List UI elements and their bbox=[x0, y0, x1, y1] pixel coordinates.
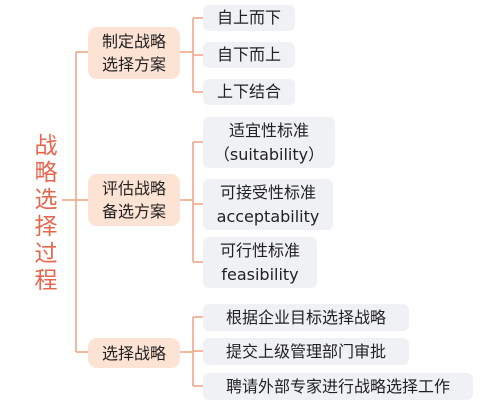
leaf-text: 根据企业目标选择战略 bbox=[225, 307, 386, 327]
leaf-text: 适宜性标准 bbox=[228, 120, 309, 140]
leaf-node: 上下结合 bbox=[203, 79, 295, 105]
category-line: 评估战略 bbox=[101, 179, 166, 198]
root-char: 程 bbox=[34, 268, 58, 294]
category-line: 选择战略 bbox=[101, 343, 166, 363]
leaf-text: 可接受性标准 bbox=[219, 182, 316, 202]
root-char: 战 bbox=[34, 133, 58, 159]
leaf-text: 聘请外部专家进行战略选择工作 bbox=[225, 376, 450, 396]
leaf-text: 上下结合 bbox=[216, 82, 281, 101]
leaf-text: feasibility bbox=[221, 264, 299, 284]
category-node-evaluate: 评估战略 备选方案 bbox=[88, 174, 180, 226]
leaf-node: 可接受性标准 acceptability bbox=[203, 179, 333, 230]
category-line: 备选方案 bbox=[101, 202, 166, 221]
root-char: 过 bbox=[34, 241, 58, 267]
leaf-node: 可行性标准 feasibility bbox=[203, 237, 317, 288]
leaf-text: acceptability bbox=[216, 206, 320, 226]
leaf-text: 可行性标准 bbox=[219, 240, 300, 260]
leaf-node: 提交上级管理部门审批 bbox=[203, 338, 409, 365]
leaf-text: 自下而上 bbox=[216, 45, 281, 64]
category-node-formulate: 制定战略 选择方案 bbox=[88, 27, 180, 79]
category-line: 制定战略 bbox=[101, 32, 166, 51]
root-char: 择 bbox=[34, 214, 58, 240]
leaf-text: （suitability） bbox=[213, 144, 325, 164]
leaf-node: 适宜性标准 （suitability） bbox=[203, 117, 335, 168]
leaf-text: 自上而下 bbox=[216, 8, 281, 27]
leaf-node: 自上而下 bbox=[203, 5, 295, 31]
leaf-node: 自下而上 bbox=[203, 42, 295, 68]
root-char: 选 bbox=[34, 187, 58, 213]
category-node-select: 选择战略 bbox=[88, 338, 180, 368]
leaf-node: 聘请外部专家进行战略选择工作 bbox=[203, 373, 473, 400]
root-node: 战 略 选 择 过 程 bbox=[30, 133, 62, 295]
leaf-node: 根据企业目标选择战略 bbox=[203, 304, 409, 331]
leaf-text: 提交上级管理部门审批 bbox=[225, 341, 386, 361]
category-line: 选择方案 bbox=[101, 55, 166, 74]
root-char: 略 bbox=[34, 160, 58, 186]
